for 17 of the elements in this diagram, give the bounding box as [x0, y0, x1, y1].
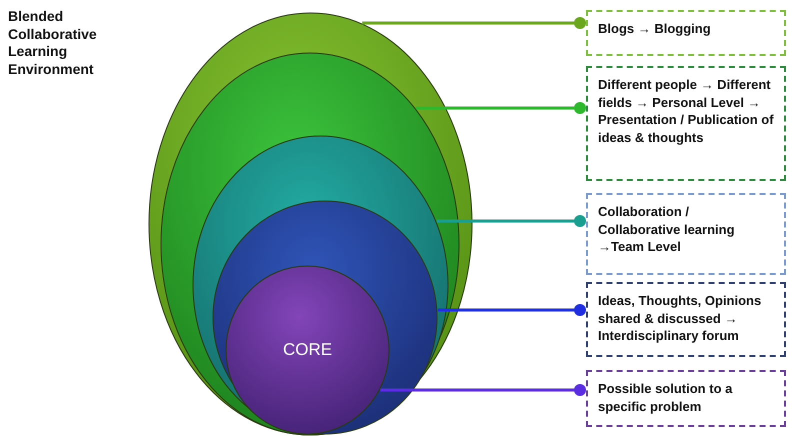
leader-line [416, 102, 586, 114]
description-box: Collaboration / Collaborative learning →Team Level [586, 193, 786, 275]
ring-circle [160, 52, 460, 436]
diagram-title: Blended Collaborative Learning Environment [8, 8, 98, 78]
description-box: Possible solution to a specific problem [586, 370, 786, 427]
description-box: Different people → Different fields → Personal Level → Presentation / Publication of ideas & thoughts [586, 66, 786, 181]
description-box: Blogs → Blogging [586, 10, 786, 56]
leader-line [380, 384, 586, 396]
description-box: Ideas, Thoughts, Opinions shared & discussed → Interdisciplinary forum [586, 282, 786, 357]
ring-circle [148, 12, 473, 436]
leader-line [438, 304, 586, 316]
leader-line [436, 215, 586, 227]
ring-circle [212, 200, 438, 435]
ring-circle [225, 265, 390, 435]
leader-line [362, 17, 586, 29]
core-label: CORE [282, 340, 334, 360]
ring-circle [192, 135, 449, 435]
